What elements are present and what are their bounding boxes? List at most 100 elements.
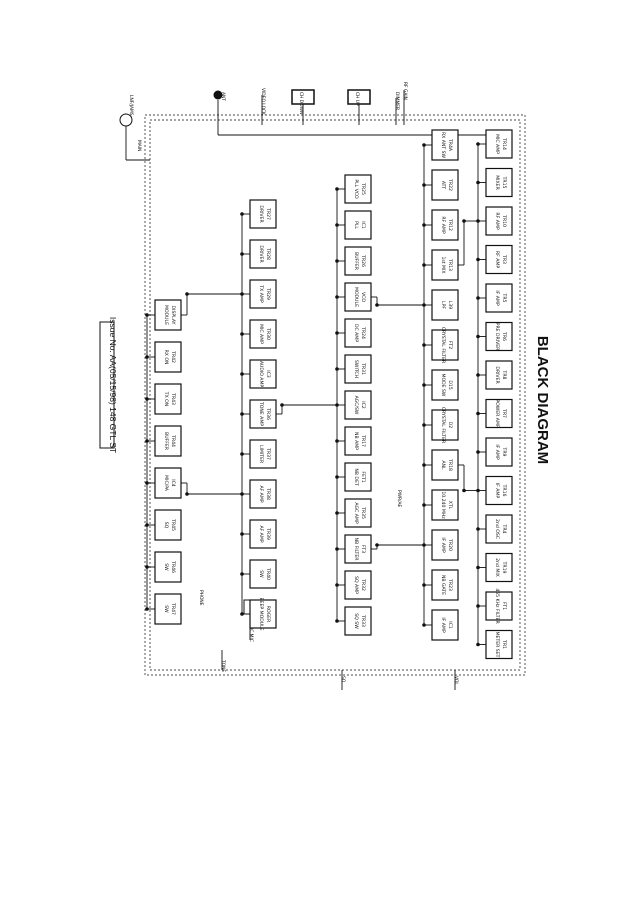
junction-dot <box>476 604 480 608</box>
junction-dot <box>145 565 149 569</box>
block-outline <box>485 398 513 429</box>
block-outline <box>249 519 277 549</box>
block-outline <box>154 509 182 541</box>
junction-dot <box>422 183 426 187</box>
block-function: MIXER <box>494 175 500 190</box>
block-function: 10.240 MHz <box>440 491 446 519</box>
junction-dot <box>476 296 480 300</box>
block-id: TR13 <box>447 258 453 271</box>
junction-dot <box>476 334 480 339</box>
junction-dot <box>145 313 149 317</box>
junction-dot <box>145 481 149 485</box>
block-outline <box>344 534 372 564</box>
block-function: NB GATE <box>440 575 446 595</box>
block-function: MODULE <box>163 305 169 325</box>
junction-dot <box>335 439 339 443</box>
block-outline <box>344 606 372 636</box>
junction-dot <box>280 403 284 407</box>
block-id: TR37 <box>265 447 271 460</box>
block-outline <box>431 529 459 561</box>
junction-dot <box>476 411 480 416</box>
block-id: TR45 <box>170 518 176 531</box>
label-rf-gain: RF GAIN <box>402 82 408 100</box>
block-id: VCO <box>360 292 366 302</box>
block-id: TR44 <box>170 434 176 447</box>
junction-dot <box>145 607 149 611</box>
board-outline <box>144 114 526 676</box>
label-vol: VOL <box>453 676 459 685</box>
junction-dot <box>335 583 339 587</box>
block-function: TX ON <box>163 391 169 406</box>
junction-dot <box>240 212 244 216</box>
block-id: TR43 <box>170 392 176 405</box>
block-function: IF AMP <box>440 617 446 633</box>
block-outline <box>249 439 277 469</box>
block-function: SW <box>163 563 169 571</box>
block-function: AGC AMP <box>353 502 359 523</box>
block-id: TR6 <box>501 331 507 341</box>
block-outline <box>249 239 277 269</box>
block-id: IC2 <box>360 401 366 409</box>
block-function: PLL <box>353 221 359 229</box>
block-function: 455 KHz FILTER <box>494 588 500 624</box>
block-outline <box>249 399 277 429</box>
block-id: TR25 <box>360 182 366 195</box>
block-outline <box>154 467 182 499</box>
block-id: TR27 <box>265 207 271 220</box>
block-outline <box>485 206 513 236</box>
block-outline <box>344 570 372 600</box>
junction-dot <box>476 642 480 647</box>
block-outline <box>249 279 277 309</box>
block-id: TR8 <box>501 370 507 380</box>
junction-dot <box>185 492 189 496</box>
block-outline <box>344 174 372 204</box>
block-function: BUFFER <box>163 432 169 451</box>
block-id: IC1 <box>360 221 366 229</box>
block-function: DRIVER <box>258 245 264 263</box>
block-function: CRYSTAL FILTER <box>440 407 446 444</box>
block-outline <box>344 462 372 492</box>
block-outline <box>485 437 513 467</box>
block-id: TR47 <box>170 602 176 615</box>
block-id: IC4 <box>170 479 176 487</box>
block-id: TR32 <box>360 578 366 591</box>
block-function: RF AMP <box>494 251 500 268</box>
label-dimmer: DIMMER <box>394 92 400 110</box>
block-id: TR31 <box>360 362 366 375</box>
block-outline <box>485 283 513 313</box>
block-function: PRE DRIVER <box>494 323 500 351</box>
block-outline <box>485 360 513 390</box>
block-function: AF AMP <box>258 525 264 542</box>
block-outline <box>485 321 513 352</box>
block-outline <box>431 289 459 321</box>
junction-dot <box>335 547 339 551</box>
block-id: D2 <box>447 422 453 429</box>
junction-dot <box>335 475 339 479</box>
block-outline <box>431 249 459 281</box>
block-id: IC3 <box>265 370 271 378</box>
block-function: MIC/PA <box>163 475 169 492</box>
label-main: MAIN <box>136 140 142 151</box>
junction-dot <box>145 355 149 359</box>
block-outline <box>249 599 277 629</box>
junction-dot <box>145 523 149 527</box>
block-function: RF AMP <box>494 212 500 229</box>
block-id: TR16 <box>501 484 507 497</box>
block-id: TR28 <box>265 247 271 260</box>
block-id: ROGER <box>265 606 271 623</box>
